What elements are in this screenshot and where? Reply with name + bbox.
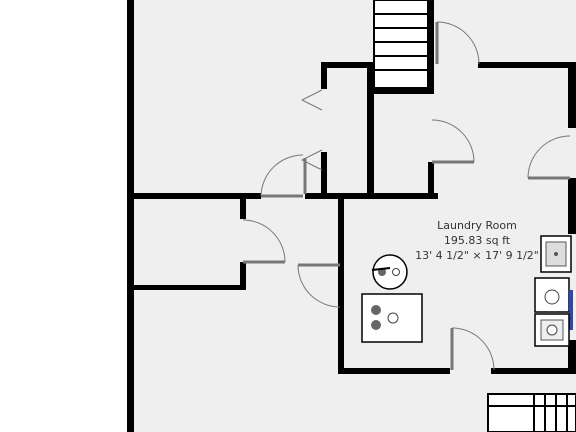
wall-hall-left (338, 196, 344, 374)
floor-closet (133, 199, 243, 287)
room-area: 195.83 sq ft (444, 234, 511, 247)
wall-stair-right (428, 0, 434, 94)
doors (242, 21, 571, 371)
wall-closet-inner (367, 62, 374, 199)
stairs-down (487, 393, 576, 432)
wall-closet-right-lower (240, 262, 246, 290)
door-right-wall (527, 135, 571, 180)
floor-lower-left-room (133, 287, 343, 432)
wall-right-upper-vertical (568, 68, 576, 128)
wall-stair-bottom (374, 88, 434, 94)
wall-closet-top (321, 62, 374, 68)
wall-closet-vertical (321, 62, 327, 89)
laundry-sink (540, 235, 572, 273)
stairs-up (373, 0, 429, 89)
floor-areas (133, 0, 576, 432)
furnace (361, 293, 423, 343)
water-heater (371, 254, 408, 290)
wall-bottom-right (491, 368, 576, 374)
washer (534, 277, 573, 330)
door-hall-bottom (450, 327, 495, 371)
wall-closet-right-upper (240, 199, 246, 219)
walls (127, 0, 576, 432)
wall-right-lower-vertical-2 (568, 340, 576, 370)
door-stair-top (435, 21, 480, 65)
room-dimensions: 13' 4 1/2" × 17' 9 1/2" (415, 249, 539, 262)
dryer (534, 313, 570, 347)
bifold-closet-doors (300, 89, 323, 194)
door-hall-left (297, 263, 341, 308)
room-name: Laundry Room (437, 219, 517, 232)
wall-right-lower-vertical (568, 178, 576, 234)
wall-outer-left (127, 0, 134, 432)
floor-upper-left-room (133, 0, 368, 193)
wall-closet-bottom (133, 285, 246, 290)
wall-right-top (478, 62, 576, 68)
door-closet (242, 219, 286, 264)
wall-hall-bottom (338, 368, 450, 374)
wall-left-mid-horizontal (133, 193, 261, 199)
door-right-inner (431, 119, 475, 164)
wall-closet-vertical-lower (321, 152, 327, 197)
door-left-room (260, 154, 304, 198)
room-label-group: Laundry Room 195.83 sq ft 13' 4 1/2" × 1… (415, 219, 539, 262)
wall-right-inner-lower (428, 162, 434, 199)
